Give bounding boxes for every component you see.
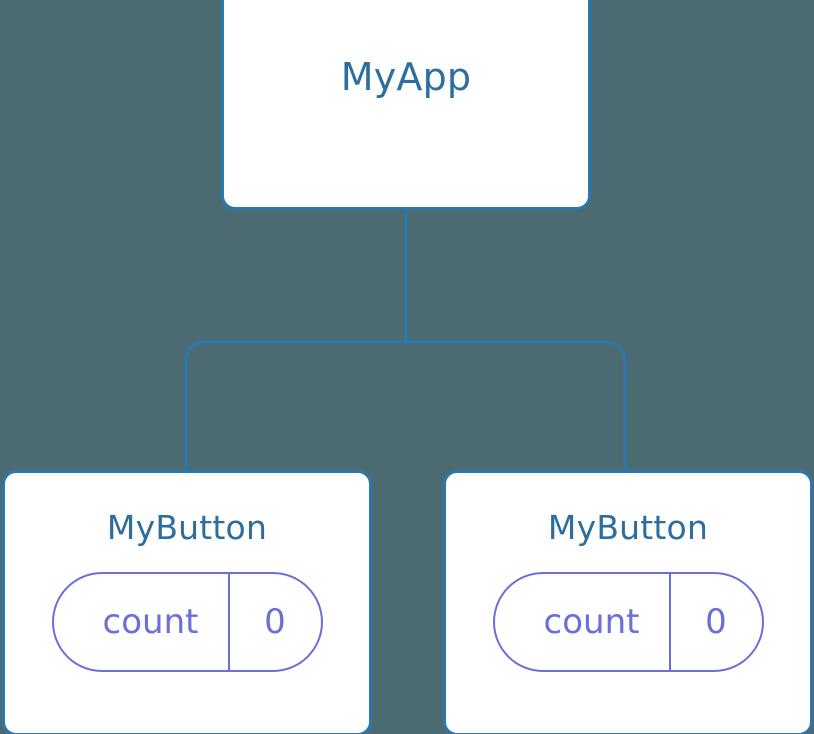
node-title: MyApp [340,55,472,99]
state-key: count [102,602,199,642]
connector-branch-right [406,340,627,474]
node-mybutton-right[interactable]: MyButton count 0 [443,470,813,734]
state-value: 0 [227,574,321,670]
state-key: count [543,602,640,642]
state-pill[interactable]: count 0 [51,572,323,672]
connector-branch-left [184,340,406,474]
state-pill[interactable]: count 0 [492,572,764,672]
node-myapp[interactable]: MyApp [221,0,591,210]
node-title: MyButton [106,508,268,547]
node-title: MyButton [547,508,709,547]
state-value: 0 [668,574,762,670]
node-mybutton-left[interactable]: MyButton count 0 [2,470,372,734]
